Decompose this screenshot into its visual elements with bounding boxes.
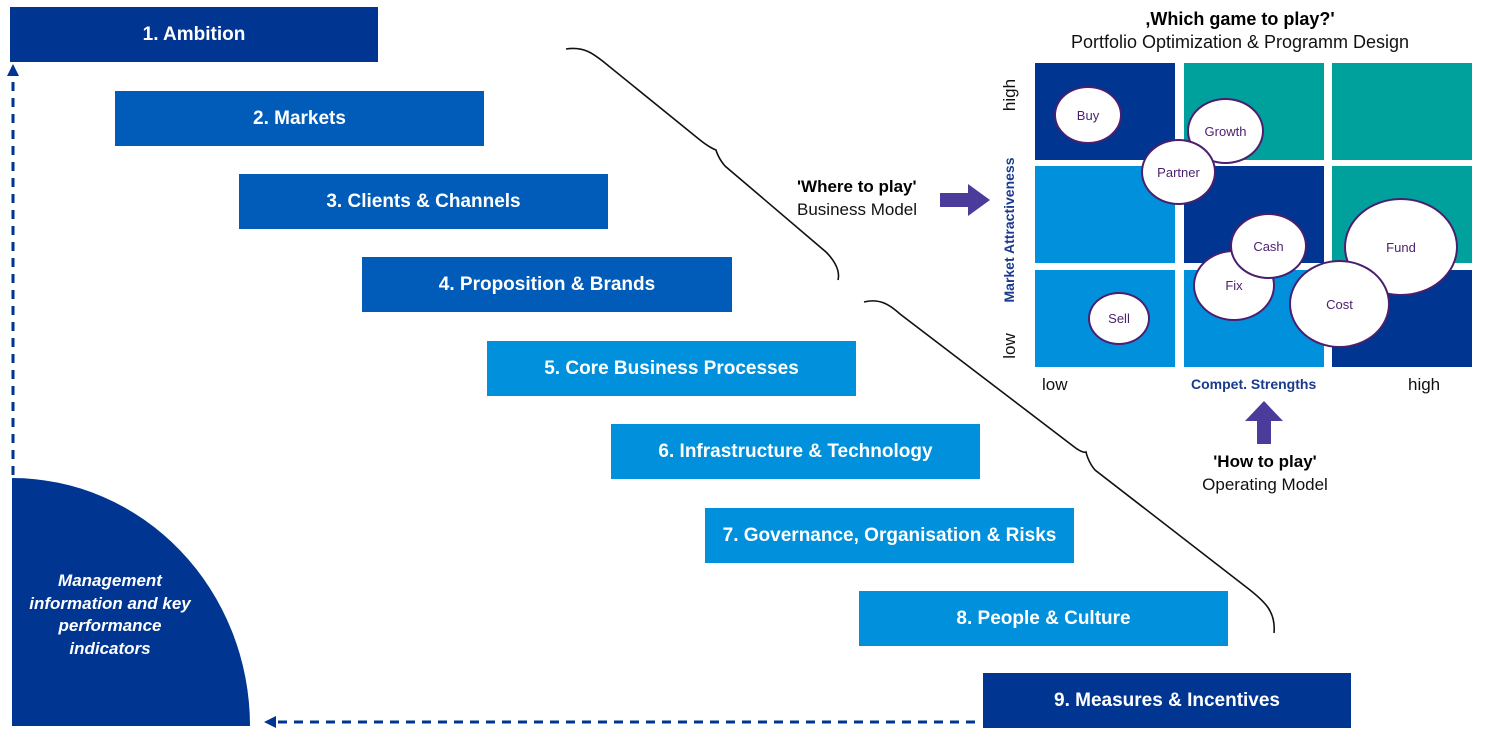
matrix-cell bbox=[1332, 63, 1472, 160]
step-governance: 7. Governance, Organisation & Risks bbox=[705, 508, 1074, 563]
step-label: 4. Proposition & Brands bbox=[438, 273, 656, 295]
dashed-arrow-up bbox=[7, 64, 19, 475]
step-people-culture: 8. People & Culture bbox=[859, 591, 1228, 646]
bubble-label: Buy bbox=[1076, 107, 1100, 123]
step-label: 5. Core Business Processes bbox=[544, 357, 799, 379]
arrow-right-icon bbox=[940, 184, 990, 216]
x-axis-label: Compet. Strengths bbox=[1191, 376, 1317, 392]
y-axis-low: low bbox=[1000, 333, 1019, 359]
step-markets: 2. Markets bbox=[115, 91, 484, 146]
arrow-up-purple-icon bbox=[1245, 401, 1283, 444]
step-proposition-brands: 4. Proposition & Brands bbox=[362, 257, 732, 312]
arrow-up-icon bbox=[7, 64, 19, 76]
bubble-label: Fund bbox=[1386, 239, 1416, 255]
y-axis-label: Market Attractiveness bbox=[1001, 157, 1017, 303]
y-axis-high: high bbox=[1000, 78, 1019, 112]
step-label: 2. Markets bbox=[253, 107, 346, 129]
bubble-label: Cash bbox=[1253, 238, 1284, 254]
step-core-business-processes: 5. Core Business Processes bbox=[487, 341, 856, 396]
matrix-subtitle: Portfolio Optimization & Programm Design bbox=[1070, 32, 1410, 52]
mi-kpi-text: Management information and key performan… bbox=[29, 571, 191, 658]
matrix-title: ,Which game to play?' bbox=[1145, 9, 1335, 29]
bubble-label: Fix bbox=[1225, 278, 1243, 293]
x-axis-low: low bbox=[1042, 375, 1068, 394]
bubble-label: Growth bbox=[1204, 123, 1247, 139]
arrow-left-icon bbox=[264, 716, 276, 728]
step-infrastructure-technology: 6. Infrastructure & Technology bbox=[611, 424, 980, 479]
bubble-partner: Partner bbox=[1141, 139, 1216, 205]
bubble-buy: Buy bbox=[1054, 86, 1122, 144]
how-to-play-subtitle: Operating Model bbox=[1202, 475, 1328, 494]
step-label: 9. Measures & Incentives bbox=[1054, 689, 1280, 711]
step-measures-incentives: 9. Measures & Incentives bbox=[983, 673, 1351, 728]
step-label: 8. People & Culture bbox=[956, 607, 1131, 629]
step-label: 1. Ambition bbox=[142, 23, 246, 45]
dashed-arrow-left bbox=[264, 716, 975, 728]
step-ambition: 1. Ambition bbox=[10, 7, 378, 62]
brace-where-to-play bbox=[565, 47, 840, 281]
x-axis-high: high bbox=[1408, 375, 1441, 394]
bubble-sell: Sell bbox=[1088, 292, 1150, 345]
brace-how-to-play bbox=[863, 300, 1275, 634]
bubble-label: Partner bbox=[1157, 164, 1200, 180]
step-label: 3. Clients & Channels bbox=[326, 190, 521, 212]
how-to-play-title: 'How to play' bbox=[1213, 452, 1317, 471]
step-label: 6. Infrastructure & Technology bbox=[658, 440, 933, 462]
where-to-play-subtitle: Business Model bbox=[797, 200, 918, 219]
bubble-cash: Cash bbox=[1230, 213, 1307, 279]
step-clients-channels: 3. Clients & Channels bbox=[239, 174, 608, 229]
step-label: 7. Governance, Organisation & Risks bbox=[722, 524, 1057, 546]
bubble-label: Sell bbox=[1108, 311, 1130, 326]
where-to-play-title: 'Where to play' bbox=[797, 177, 917, 196]
bubble-label: Cost bbox=[1326, 296, 1353, 312]
bubble-cost: Cost bbox=[1289, 260, 1390, 348]
